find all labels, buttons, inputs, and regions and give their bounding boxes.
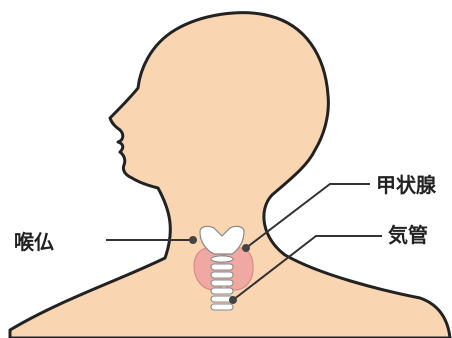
thyroid-marker-dot (242, 244, 250, 252)
thyroid-label: 甲状腺 (376, 175, 436, 195)
cricoid-ring (211, 256, 233, 262)
adams-apple-marker-dot (189, 236, 197, 244)
trachea-ring (211, 272, 233, 278)
trachea-marker-dot (229, 296, 237, 304)
trachea-ring (211, 288, 233, 294)
trachea-label: 気管 (388, 225, 428, 245)
trachea-ring (211, 304, 233, 310)
trachea-ring (211, 280, 233, 286)
adams-apple-label: 喉仏 (14, 232, 54, 252)
trachea-ring (211, 264, 233, 270)
